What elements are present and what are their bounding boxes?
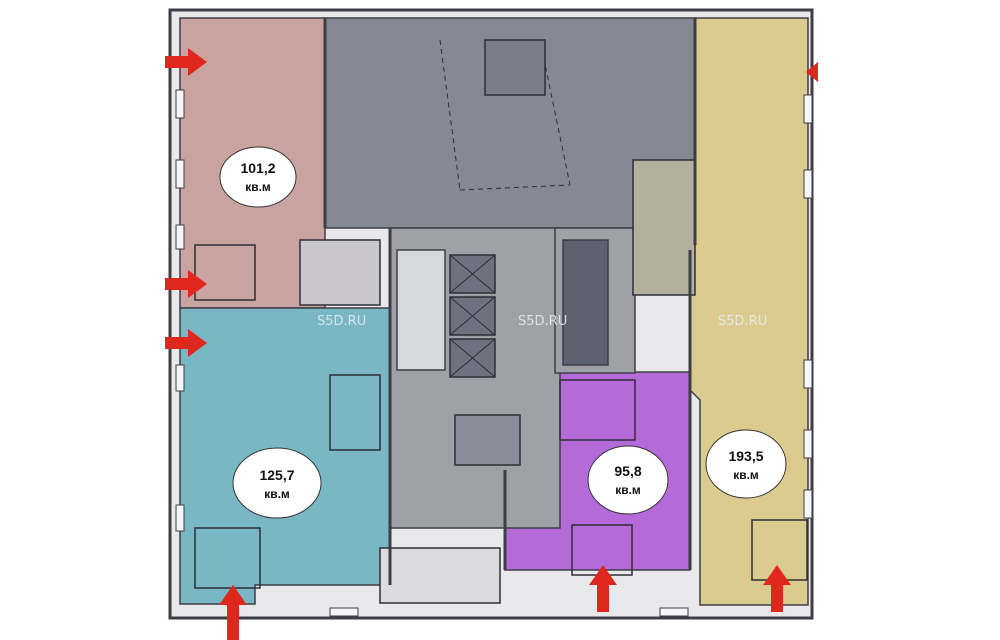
arrow-up-1-icon: [219, 585, 247, 640]
arrow-left-1-icon: [165, 48, 207, 76]
room-service-4: [632, 159, 696, 296]
room-wc-2: [329, 374, 381, 451]
lower-hall: [454, 414, 521, 466]
arrow-up-3-icon: [763, 565, 791, 612]
windows: [175, 89, 813, 617]
room-wc-1: [194, 244, 256, 301]
svg-text:125,7: 125,7: [259, 467, 294, 483]
staircase-right: [562, 239, 609, 366]
area-label-2: 125,7 кв.м: [232, 447, 322, 519]
area-label-1: 101,2 кв.м: [219, 146, 297, 208]
entrance-vestibule: [379, 547, 501, 604]
room-wc-3: [559, 379, 636, 441]
svg-text:101,2: 101,2: [240, 160, 275, 176]
area-label-4: 193,5 кв.м: [705, 429, 787, 499]
svg-text:кв.м: кв.м: [264, 487, 290, 501]
arrow-right-icon: [806, 62, 818, 82]
entry-vestibule: [484, 39, 546, 96]
watermark-3: S5D.RU: [718, 314, 767, 329]
entry-arrows: [165, 48, 818, 640]
svg-text:кв.м: кв.м: [615, 483, 641, 497]
arrow-up-2-icon: [589, 565, 617, 612]
room-tambour-2: [194, 527, 261, 589]
svg-text:95,8: 95,8: [614, 463, 641, 479]
watermark-2: S5D.RU: [518, 314, 567, 329]
room-tambour-1: [299, 239, 381, 306]
arrow-left-2-icon: [165, 270, 207, 298]
arrow-left-3-icon: [165, 329, 207, 357]
watermark-1: S5D.RU: [317, 314, 366, 329]
office-zone-4: [689, 17, 809, 606]
staircase-left: [396, 249, 446, 371]
area-label-3: 95,8 кв.м: [587, 445, 669, 515]
svg-text:193,5: 193,5: [728, 448, 763, 464]
svg-text:кв.м: кв.м: [733, 468, 759, 482]
svg-text:кв.м: кв.м: [245, 180, 271, 194]
